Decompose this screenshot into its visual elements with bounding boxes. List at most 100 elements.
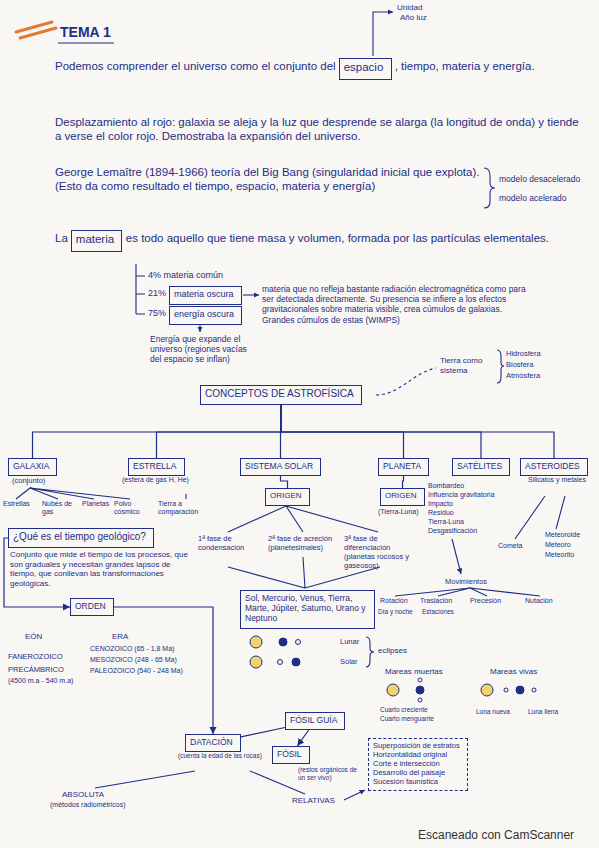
branch-line <box>185 494 186 499</box>
annotation-text: Tierra-Luna <box>428 518 464 526</box>
annotation-text: Energía que expande el universo (regione… <box>150 334 258 365</box>
annotation-text: Meteorito <box>545 551 574 559</box>
title-underline <box>58 42 114 43</box>
earth-icon <box>279 638 287 646</box>
box-text: ¿Qué es el tiempo geológico? <box>13 531 149 543</box>
box-text: Corte e intersección <box>373 759 463 768</box>
concept-box: GALAXIA <box>8 458 57 476</box>
annotation-text: (cuenta la edad de las rocas) <box>178 752 274 760</box>
box-text: ORIGEN <box>270 491 305 501</box>
annotation-text: Bombardeo <box>428 482 464 490</box>
connector-line <box>33 405 282 458</box>
box-text: ORDEN <box>75 601 109 611</box>
concept-box: ORDEN <box>70 598 114 616</box>
branch-line <box>95 771 305 794</box>
annotation-text: Unidad <box>397 3 422 13</box>
annotation-text: (4500 m.a - 540 m.a) <box>8 677 73 685</box>
annotation-text: Biosfera <box>506 360 534 369</box>
connector-line <box>403 476 404 488</box>
annotation-text: Cuarto menguante <box>380 715 434 723</box>
annotation-text: Hidrosfera <box>506 349 541 358</box>
annotation-text: MESOZOICO (248 - 65 Ma) <box>90 656 177 664</box>
box-text: materia <box>76 233 117 247</box>
annotation-text: Lunar <box>340 637 359 646</box>
annotation-text: Desgasificación <box>428 527 477 535</box>
box-text: ASTEROIDES <box>525 461 583 471</box>
concept-box: ORIGEN <box>380 488 425 506</box>
concept-box: SISTEMA SOLAR <box>240 458 321 476</box>
moon-icon <box>296 640 301 645</box>
annotation-text: Silicatos y metales <box>528 476 590 484</box>
box-text: materia oscura <box>174 289 237 300</box>
sun-icon <box>250 636 262 648</box>
annotation-text: PALEOZOICO (540 - 248 Ma) <box>90 667 183 675</box>
connector-line <box>281 405 554 458</box>
box-text: Horizontalidad original <box>373 750 463 759</box>
box-text: SISTEMA SOLAR <box>245 461 316 471</box>
annotation-text: Rotación <box>380 597 408 605</box>
branch-line <box>395 588 540 596</box>
annotation-text: ABSOLUTA <box>62 790 104 800</box>
annotation-text: Nubes de gas <box>42 500 78 517</box>
annotation-text: modelo desacelerado <box>499 174 580 184</box>
box-text: Desarrollo del paisaje <box>373 768 463 777</box>
annotation-text: Polvo cósmico <box>114 500 152 517</box>
annotation-text: Residuo <box>428 509 454 517</box>
annotation-text: Tierra a comparación <box>158 500 206 517</box>
box-text: Sucesión faunística <box>373 777 463 786</box>
earth-icon <box>292 658 300 666</box>
annotation-text: 4% materia común <box>148 270 223 281</box>
arrow <box>452 539 461 574</box>
annotation-text: RELATIVAS <box>292 796 335 806</box>
annotation-text: Mareas vivas <box>490 667 537 677</box>
annotation-text: Cuarto creciente <box>380 706 428 714</box>
annotation-text: Luna llena <box>528 708 558 716</box>
annotation-text: Cometa <box>498 542 523 550</box>
concept-box: DATACIÓN <box>185 734 241 752</box>
box-text: Superposición de estratos <box>373 741 463 750</box>
box-text: ESTRELLA <box>133 461 180 471</box>
annotation-text: (esfera de gas H, He) <box>122 476 194 484</box>
annotation-text: 2ª fase de acreción (planetesimales) <box>268 534 340 552</box>
moon-icon <box>418 698 422 702</box>
annotation-text: Nutación <box>525 597 553 605</box>
concept-box: energía oscura <box>169 306 242 325</box>
annotation-text: Escaneado con CamScanner <box>418 828 574 842</box>
annotation-text: Precesión <box>470 597 501 605</box>
concept-box: materia <box>71 230 122 252</box>
annotation-text: Día y noche <box>378 608 413 616</box>
concept-box: CONCEPTOS DE ASTROFÍSICA <box>200 385 362 405</box>
dashed-box: Superposición de estratosHorizontalidad … <box>368 738 468 791</box>
annotation-text: Estaciones <box>422 608 454 616</box>
annotation-text: Traslación <box>420 597 452 605</box>
sun-icon <box>250 656 262 668</box>
moon-icon <box>278 660 283 665</box>
concept-box: ASTEROIDES <box>520 458 588 476</box>
annotation-text: (Tierra-Luna) <box>378 508 419 516</box>
title-text: TEMA 1 <box>60 24 111 41</box>
box-text: FÓSIL GUÍA <box>290 715 340 725</box>
earth-icon <box>516 686 524 694</box>
moon-icon <box>532 688 536 692</box>
annotation-text: Influencia gravitatoria <box>428 491 495 499</box>
box-text: PLANETA <box>383 461 424 471</box>
annotation-text: George Lemaître (1894-1966) teoría del B… <box>55 166 480 194</box>
moon-icon <box>504 688 508 692</box>
arrow <box>243 294 259 295</box>
annotation-text: Tierra como sistema <box>440 356 496 375</box>
branch-line <box>228 506 378 532</box>
annotation-text: Año luz <box>400 13 427 23</box>
connector-line <box>241 727 285 736</box>
box-text: GALAXIA <box>13 461 52 471</box>
annotation-text: Meteoroide <box>545 531 580 539</box>
arrow <box>344 790 365 800</box>
concept-box: ESTRELLA <box>128 458 185 476</box>
concept-box: PLANETA <box>378 458 429 476</box>
annotation-text: Movimientos <box>445 577 487 586</box>
annotation-text: Mareas muertas <box>385 667 443 677</box>
orange-stroke <box>16 22 56 38</box>
box-text: FÓSIL <box>277 749 305 759</box>
box-text: Sol, Mercurio, Venus, Tierra, Marte, Júp… <box>245 593 370 624</box>
concept-box: materia oscura <box>169 286 242 305</box>
annotation-text: (restos orgánicos de un ser vivo) <box>298 766 362 782</box>
